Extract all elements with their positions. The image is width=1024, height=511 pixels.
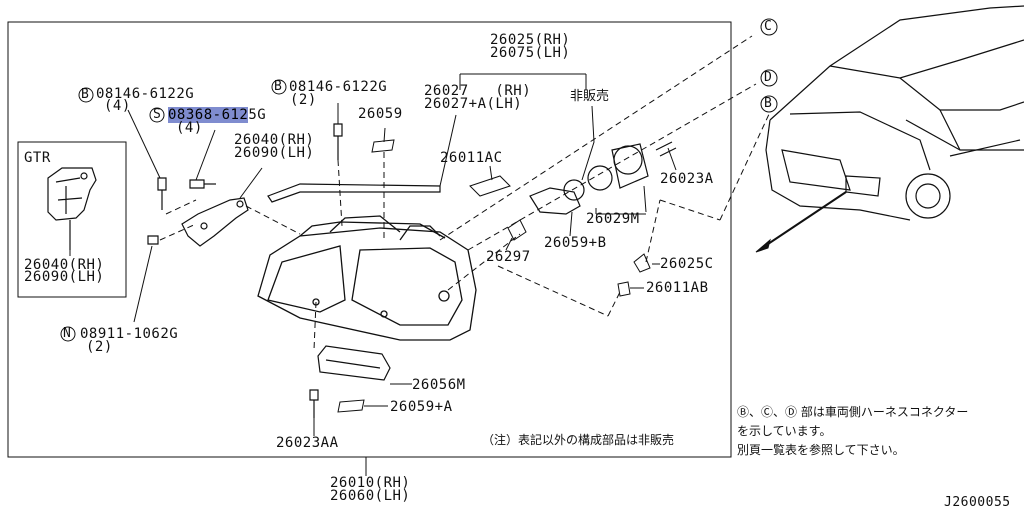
gtr-bracket xyxy=(47,167,97,250)
part-26297[interactable]: 26297 xyxy=(486,249,531,265)
connector-26011ac xyxy=(469,175,511,197)
gtr-inset-frame xyxy=(17,141,127,298)
part-08368[interactable]: 08368-6125G xyxy=(168,107,267,123)
bolts xyxy=(147,123,343,418)
part-26056m[interactable]: 26056M xyxy=(412,377,466,393)
part-26090-lh[interactable]: 26090(LH) xyxy=(234,145,315,161)
diagram-frame xyxy=(7,21,732,458)
part-26011ac[interactable]: 26011AC xyxy=(440,150,503,166)
part-26040-rh[interactable]: 26040(RH) xyxy=(234,132,315,148)
part-08911[interactable]: 08911-1062G xyxy=(80,326,179,342)
part-08368-rest: 5G xyxy=(248,107,267,123)
vehicle-illustration xyxy=(765,5,1024,221)
part-26075-lh[interactable]: 26075(LH) xyxy=(490,45,571,61)
headlamp-assembly xyxy=(257,215,477,341)
harness-note-line-2: を示しています。 xyxy=(737,424,832,438)
part-26027a-lh[interactable]: 26027+A(LH) xyxy=(424,96,523,112)
bulb-26025c xyxy=(633,253,651,273)
part-26059a[interactable]: 26059+A xyxy=(390,399,453,415)
leader-lines xyxy=(69,73,677,476)
footnote-not-for-sale: （注）表記以外の構成部品は非販売 xyxy=(482,433,675,447)
diagram-code: J2600055 xyxy=(944,495,1011,510)
socket-26059b xyxy=(529,141,677,215)
ref-b-2: B xyxy=(274,79,283,94)
part-26010-rh[interactable]: 26010(RH) xyxy=(330,475,411,491)
ref-b-1: B xyxy=(81,87,90,102)
seal-26059a xyxy=(337,399,365,413)
lamp-cover-26056m xyxy=(317,345,391,381)
wire-26011ac xyxy=(267,183,441,203)
part-26027-rh[interactable]: 26027 (RH) xyxy=(424,83,532,99)
part-08146-b[interactable]: 08146-6122G xyxy=(289,79,388,95)
bulb-26297 xyxy=(507,219,527,241)
stay-bracket xyxy=(181,197,249,247)
not-for-sale-label: 非販売 xyxy=(570,89,610,104)
harness-note-line-3: 別頁一覧表を参照して下さい。 xyxy=(737,443,905,457)
gtr-part-26090[interactable]: 26090(LH) xyxy=(24,269,105,285)
qty-08368: (4) xyxy=(176,120,203,136)
part-26029m[interactable]: 26029M xyxy=(586,211,640,227)
arrow-head xyxy=(755,238,771,253)
location-arrow xyxy=(761,191,847,249)
connector-c: C xyxy=(764,19,773,34)
part-26023aa[interactable]: 26023AA xyxy=(276,435,339,451)
connector-b: B xyxy=(764,96,773,111)
harness-note-line-1: Ⓑ、Ⓒ、Ⓓ 部は車両側ハーネスコネクター xyxy=(737,405,969,419)
part-08146-a[interactable]: 08146-6122G xyxy=(96,86,195,102)
part-26025-rh[interactable]: 26025(RH) xyxy=(490,32,571,48)
circle-markers xyxy=(60,18,778,342)
part-26025c[interactable]: 26025C xyxy=(660,256,714,272)
part-26060-lh[interactable]: 26060(LH) xyxy=(330,488,411,504)
connector-d: D xyxy=(764,70,773,85)
part-26011ab[interactable]: 26011AB xyxy=(646,280,709,296)
qty-08146-a: (4) xyxy=(104,98,131,114)
part-08368-highlight: 08368-612 xyxy=(168,107,249,123)
dashed-lines xyxy=(159,35,771,351)
qty-08146-b: (2) xyxy=(290,92,317,108)
ref-n: N xyxy=(63,326,72,341)
ref-s: S xyxy=(153,107,162,122)
socket-26011ab xyxy=(617,281,631,297)
gtr-label: GTR xyxy=(24,150,51,166)
part-26023a[interactable]: 26023A xyxy=(660,171,714,187)
part-26059b[interactable]: 26059+B xyxy=(544,235,607,251)
part-26059[interactable]: 26059 xyxy=(358,106,403,122)
gtr-part-26040[interactable]: 26040(RH) xyxy=(24,257,105,273)
qty-08911: (2) xyxy=(86,339,113,355)
seal-26059 xyxy=(371,139,395,153)
